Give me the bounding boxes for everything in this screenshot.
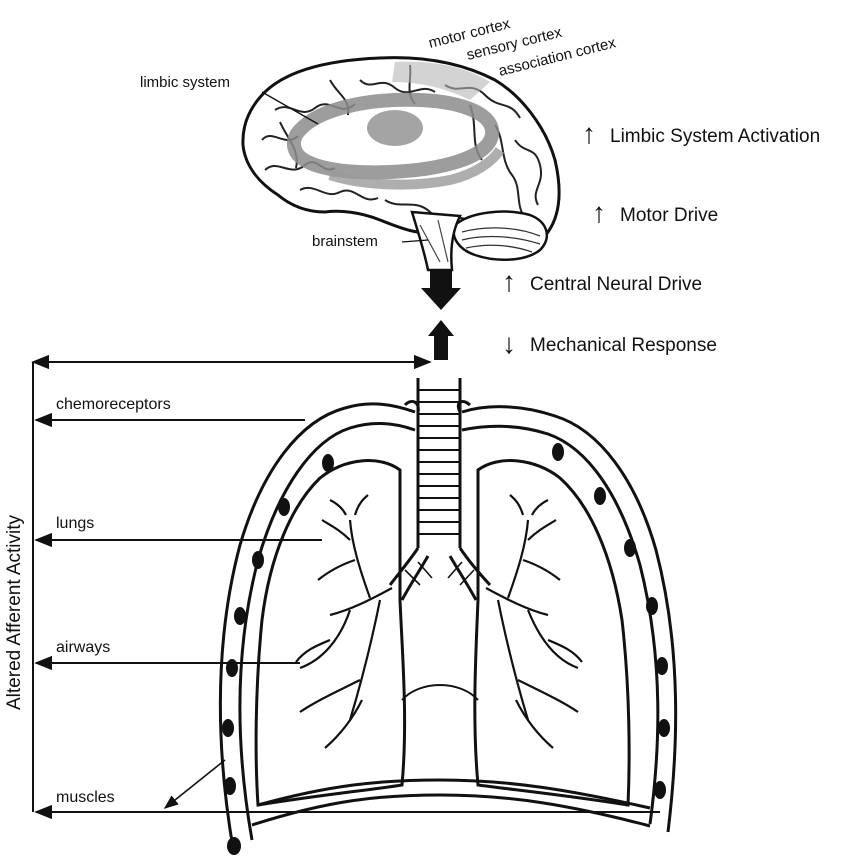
thorax-illustration [220,378,675,855]
muscles-label: muscles [56,789,115,806]
muscles-pointer [165,760,225,808]
trachea [390,378,490,600]
right-lung [475,461,629,805]
lungs-label: lungs [56,515,94,532]
afferent-arrow-head [428,320,454,336]
effect-arrow-central: ↑ [502,266,516,297]
left-lung [256,461,405,805]
brain-illustration [243,58,559,270]
altered-afferent-activity-label: Altered Afferent Activity [4,514,25,710]
effect-mechanical-response: Mechanical Response [530,335,717,356]
limbic-system-label: limbic system [140,74,230,91]
effect-arrow-motor: ↑ [592,197,606,228]
descending-drive-arrow-shaft [430,270,452,290]
effect-limbic-activation: Limbic System Activation [610,126,820,147]
afferent-inputs: chemoreceptors lungs airways muscles [36,396,660,812]
effect-central-neural-drive: Central Neural Drive [530,274,702,295]
airways-label: airways [56,639,110,656]
central-arrows [421,270,461,360]
brainstem-label: brainstem [312,233,378,250]
effect-arrow-mechanical: ↓ [502,328,516,359]
afferent-arrow-shaft [434,334,448,360]
rib-joints [222,443,670,855]
left-bronchial-tree [296,495,392,748]
descending-drive-arrow-head [421,288,461,310]
right-bronchial-tree [486,495,582,748]
chemoreceptors-label: chemoreceptors [56,396,171,413]
effect-motor-drive: Motor Drive [620,205,718,226]
effect-arrow-limbic: ↑ [582,118,596,149]
